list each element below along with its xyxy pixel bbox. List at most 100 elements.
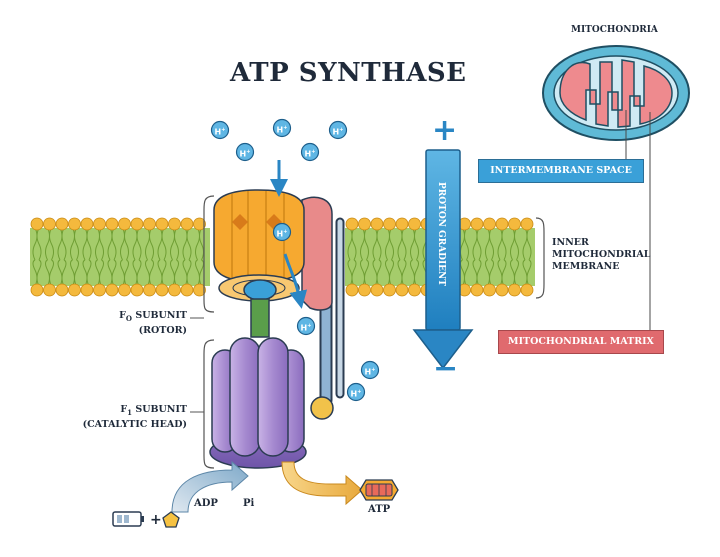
proton-icon (328, 120, 348, 140)
proton-label: H+ (239, 149, 251, 159)
label-adp: ADP (194, 498, 218, 509)
phospholipid-head (483, 217, 496, 231)
atp-battery-icon (359, 479, 399, 501)
proton-group (210, 118, 380, 402)
phospholipid-head (93, 283, 106, 297)
phospholipid-head (520, 217, 534, 231)
fo-bracket (203, 195, 215, 313)
proton-icon (235, 142, 255, 162)
phospholipid-head (408, 283, 421, 297)
phospholipid-head (80, 217, 94, 231)
proton-label: H+ (364, 367, 376, 377)
phospholipid-head (105, 217, 119, 231)
membrane-left (30, 217, 210, 297)
phospholipid-head (93, 217, 106, 231)
adp-battery-icon (112, 511, 144, 527)
phospholipid-head (358, 283, 371, 297)
proton-label: H+ (276, 229, 288, 239)
label-f1-subunit: F1 SUBUNIT (CATALYTIC HEAD) (82, 404, 187, 430)
pi-pentagon-icon (162, 511, 180, 528)
phospholipid-head (155, 283, 169, 297)
proton-gradient-arrow (412, 149, 474, 370)
phospholipid-head (370, 217, 384, 231)
phospholipid-head (495, 217, 509, 231)
phospholipid-head (358, 217, 371, 231)
proton-through-arrow (283, 253, 308, 309)
phospholipid-head (43, 283, 56, 297)
plus-sign: + (150, 512, 162, 528)
phospholipid-head (383, 283, 396, 297)
phospholipid-head (130, 217, 144, 231)
phospholipid-head (483, 283, 496, 297)
f1-bracket (203, 339, 215, 469)
phospholipid-head (155, 217, 169, 231)
phospholipid-head (383, 217, 396, 231)
label-inner-membrane: INNER MITOCHONDRIAL MEMBRANE (552, 237, 651, 272)
fo-rotor (213, 189, 305, 302)
phospholipid-head (168, 217, 181, 231)
phospholipid-head (508, 283, 521, 297)
phospholipid-head (508, 217, 521, 231)
membrane-bracket (535, 217, 545, 299)
proton-label: H+ (300, 323, 312, 333)
proton-label: H+ (214, 127, 226, 137)
phospholipid-head (68, 217, 81, 231)
phospholipid-head (130, 283, 144, 297)
proton-label: H+ (304, 149, 316, 159)
atp-out-arrow (281, 461, 363, 506)
phospholipid-head (193, 283, 206, 297)
phospholipid-head (168, 283, 181, 297)
phospholipid-head (118, 283, 131, 297)
proton-label: H+ (276, 125, 288, 135)
phospholipid-head (143, 217, 156, 231)
phospholipid-head (143, 283, 156, 297)
proton-icon (272, 118, 292, 138)
mitochondria-illustration (542, 45, 690, 141)
leader-matrix (640, 112, 651, 341)
proton-icon (296, 316, 316, 336)
label-atp: ATP (368, 504, 391, 515)
gradient-minus: − (433, 351, 459, 386)
tag-intermembrane-space: INTERMEMBRANE SPACE (478, 159, 644, 183)
phospholipid-head (118, 217, 131, 231)
central-stalk (250, 298, 270, 338)
proton-label: H+ (350, 389, 362, 399)
label-mitochondria: MITOCHONDRIA (571, 25, 658, 35)
phospholipid-head (30, 283, 44, 297)
label-proton-gradient: PROTON GRADIENT (436, 182, 446, 286)
phospholipid-head (345, 283, 359, 297)
tag-mitochondrial-matrix: MITOCHONDRIAL MATRIX (498, 330, 664, 354)
proton-icon (360, 360, 380, 380)
phospholipid-head (408, 217, 421, 231)
phospholipid-head (30, 217, 44, 231)
adp-pi-arrow (171, 460, 249, 513)
label-fo-subunit: FO SUBUNIT (ROTOR) (119, 310, 187, 336)
phospholipid-head (180, 217, 194, 231)
phospholipid-head (193, 217, 206, 231)
phospholipid-head (395, 283, 409, 297)
phospholipid-head (55, 283, 69, 297)
phospholipid-head (180, 283, 194, 297)
phospholipid-head (470, 217, 484, 231)
subunit-a (301, 196, 333, 311)
proton-icon (346, 382, 366, 402)
phospholipid-head (520, 283, 534, 297)
phospholipid-head (470, 283, 484, 297)
f1-head (209, 337, 307, 469)
phospholipid-head (43, 217, 56, 231)
gradient-plus: + (432, 113, 458, 148)
phospholipid-head (105, 283, 119, 297)
phospholipid-head (395, 217, 409, 231)
label-pi: Pi (243, 498, 255, 509)
phospholipid-head (345, 217, 359, 231)
phospholipid-head (80, 283, 94, 297)
proton-label: H+ (332, 127, 344, 137)
phospholipid-head (495, 283, 509, 297)
proton-icon (272, 222, 292, 242)
proton-icon (300, 142, 320, 162)
phospholipid-head (55, 217, 69, 231)
phospholipid-head (68, 283, 81, 297)
proton-icon (210, 120, 230, 140)
